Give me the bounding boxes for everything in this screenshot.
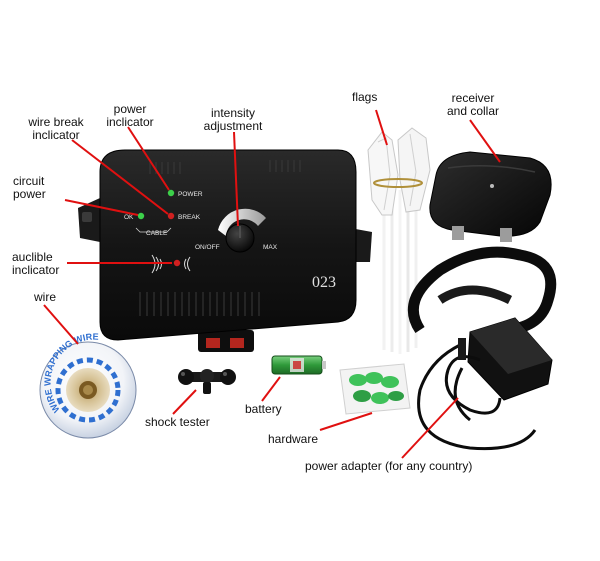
break-led-label: BREAK	[178, 214, 201, 221]
label-wire-break-line2: inclicator	[32, 128, 80, 142]
label-intensity-adjustment: intensity adjustment	[198, 107, 268, 133]
label-circuit-line1: circuit	[13, 174, 45, 188]
label-power-adapter: power adapter (for any country)	[305, 459, 473, 473]
intensity-scale	[218, 208, 266, 236]
label-receiver-line1: receiver	[451, 91, 495, 105]
label-power-indicator-line2: inclicator	[106, 115, 154, 129]
battery	[271, 355, 326, 375]
label-receiver-line2: and collar	[446, 104, 500, 118]
label-audible-line2: inclicator	[12, 263, 60, 277]
label-circuit-line2: power	[13, 187, 46, 201]
label-intensity-line2: adjustment	[203, 119, 263, 133]
max-label: MAX	[263, 244, 278, 251]
label-power-indicator-line1: power	[113, 102, 147, 116]
boundary-flags	[367, 127, 431, 354]
hardware-pack	[339, 363, 411, 415]
on-off-label: ON/OFF	[195, 244, 220, 251]
label-wire-break-line1: wire break	[28, 115, 84, 129]
label-wire: wire	[34, 290, 57, 304]
cable-label: CABLE	[146, 230, 168, 237]
label-flags: flags	[352, 90, 378, 104]
label-power-indicator: power inclicator	[100, 103, 160, 129]
audible-led	[173, 259, 181, 267]
label-shock-tester: shock tester	[145, 415, 210, 429]
label-intensity-line1: intensity	[210, 106, 256, 120]
label-audible-indicator: auclible inclicator	[12, 251, 59, 277]
transmitter-unit: POWER BREAK OK CABLE ON/OFF MAX 023	[78, 149, 372, 352]
break-led	[167, 212, 175, 220]
ok-led	[137, 212, 145, 220]
shock-tester	[178, 369, 236, 394]
pointer-lines	[43, 109, 501, 459]
model-number: 023	[312, 274, 336, 291]
wire-spool: WIRE WRAPPING WIRE	[39, 332, 137, 439]
receiver-collar	[407, 151, 557, 336]
label-hardware: hardware	[268, 432, 319, 446]
label-receiver-collar: receiver and collar	[440, 92, 506, 118]
ok-led-label: OK	[124, 214, 134, 221]
label-circuit-power: circuit power	[13, 175, 46, 201]
label-audible-line1: auclible	[12, 250, 53, 264]
power-led	[167, 189, 175, 197]
label-wire-break-indicator: wire break inclicator	[23, 116, 89, 142]
power-led-label: POWER	[178, 191, 203, 198]
power-adapter	[417, 317, 553, 451]
label-battery: battery	[245, 402, 282, 416]
